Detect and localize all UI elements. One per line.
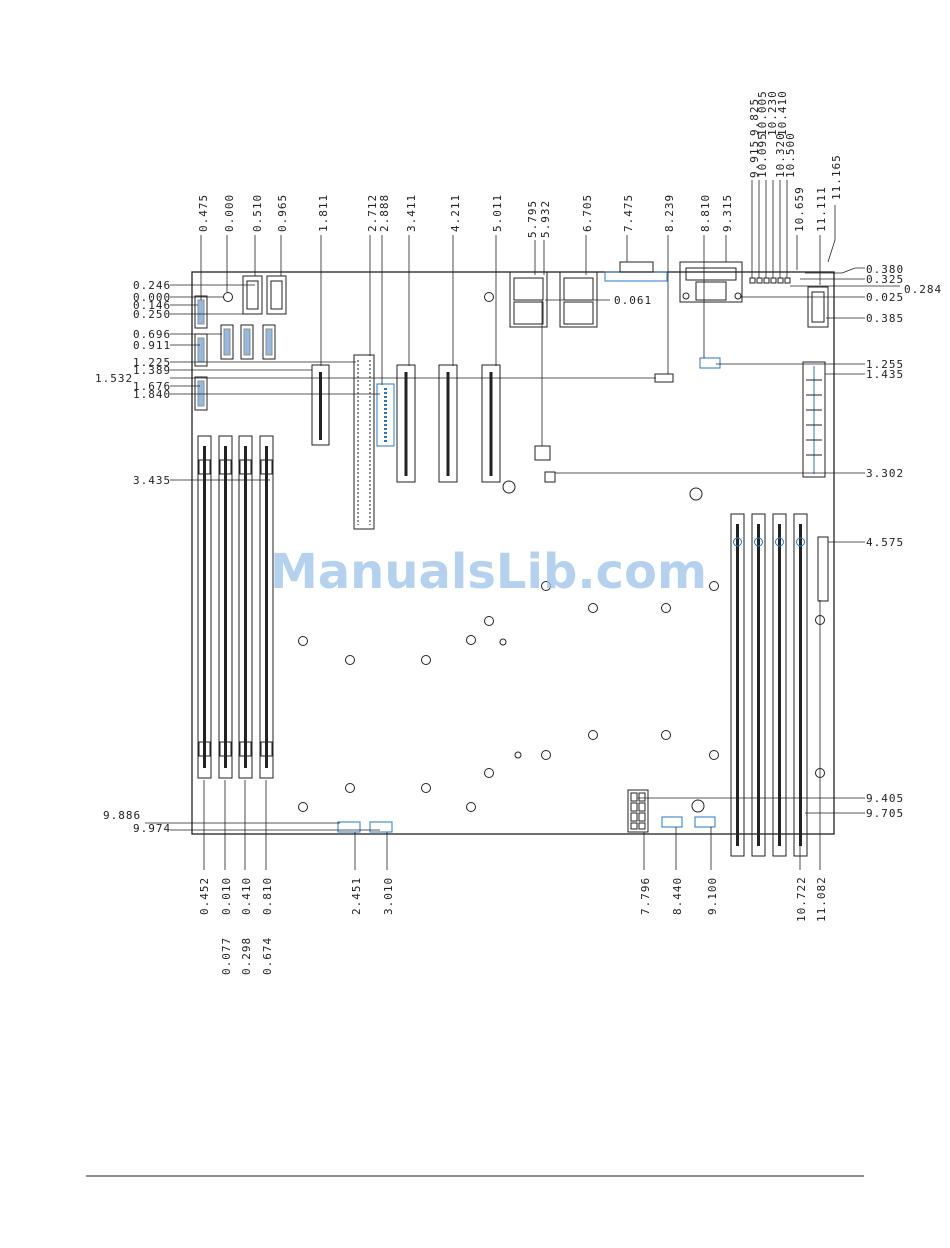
dim-bottom: 0.077: [220, 937, 233, 975]
dim-left: 0.696: [133, 328, 171, 341]
dim-bottom: 0.410: [240, 877, 253, 915]
dim-top: 9.315: [721, 194, 734, 232]
dim-top: 2.712: [366, 194, 379, 232]
dim-top: 1.811: [317, 194, 330, 232]
headers: [337, 357, 829, 833]
mount-hole: [223, 292, 233, 302]
dim-top: 7.475: [622, 194, 635, 232]
dim-top: 9.825: [748, 98, 761, 136]
usb-header: [242, 275, 287, 315]
dim-right: 9.405: [866, 792, 904, 805]
dim-right: 0.325: [866, 273, 904, 286]
dim-bottom: 0.674: [261, 937, 274, 975]
dim-top: 10.095: [756, 132, 769, 178]
dim-bottom: 3.010: [382, 877, 395, 915]
dim-top: 6.705: [581, 194, 594, 232]
dim-left: 0.911: [133, 339, 171, 352]
dim-top: 11.111: [815, 186, 828, 232]
dim-top: 10.005: [756, 90, 769, 136]
dim-top: 9.915: [748, 140, 761, 178]
dim-right: 0.061: [614, 294, 652, 307]
dim-right: 1.255: [866, 358, 904, 371]
dim-bottom: 7.796: [639, 877, 652, 915]
pci-slots: [311, 354, 501, 530]
dim-left: 0.250: [133, 308, 171, 321]
dim-bottom: 0.810: [261, 877, 274, 915]
dim-top: 10.659: [793, 186, 806, 232]
dimension-labels: 0.475 0.000 0.510 0.965 1.811 2.712 2.88…: [95, 90, 942, 975]
dim-right: 0.385: [866, 312, 904, 325]
dim-top: 0.965: [276, 194, 289, 232]
dim-top: 11.165: [830, 154, 843, 200]
dim-bottom: 9.100: [706, 877, 719, 915]
watermark-text: ManualsLib.com: [270, 544, 707, 600]
dim-bottom: 8.440: [671, 877, 684, 915]
dim-bottom: 10.722: [795, 876, 808, 922]
dim-bottom: 11.082: [815, 876, 828, 922]
dim-top: 4.211: [449, 194, 462, 232]
dim-top: 8.810: [699, 194, 712, 232]
dim-top: 10.410: [776, 90, 789, 136]
dim-left: 1.532: [95, 372, 133, 385]
mounting-holes: [298, 480, 825, 813]
dim-left: 0.246: [133, 279, 171, 292]
dim-left: 1.389: [133, 364, 171, 377]
atx-power-connector: [802, 361, 826, 478]
dim-right: 0.380: [866, 263, 904, 276]
dim-left: 9.974: [133, 822, 171, 835]
dim-right: 1.435: [866, 368, 904, 381]
dim-top: 0.510: [251, 194, 264, 232]
dim-right: 0.284: [904, 283, 942, 296]
dim-left: 1.840: [133, 388, 171, 401]
dim-top: 8.239: [663, 194, 676, 232]
dim-top: 10.500: [784, 132, 797, 178]
dim-right: 4.575: [866, 536, 904, 549]
dim-top: 5.011: [491, 194, 504, 232]
dim-right: 3.302: [866, 467, 904, 480]
sata-connectors: [194, 295, 276, 411]
dim-left: 1.225: [133, 356, 171, 369]
dim-top: 0.000: [223, 194, 236, 232]
dimm-slots-left: [197, 435, 274, 779]
dim-top: 5.795: [526, 200, 539, 238]
dim-top: 3.411: [405, 194, 418, 232]
dimm-slots-right: [730, 513, 808, 857]
dim-left: 3.435: [133, 474, 171, 487]
dim-top: 10.230: [766, 90, 779, 136]
dim-bottom: 0.452: [198, 877, 211, 915]
dim-right: 9.705: [866, 807, 904, 820]
dim-bottom: 0.298: [240, 937, 253, 975]
dim-top: 2.888: [378, 194, 391, 232]
dim-top: 0.475: [197, 194, 210, 232]
dim-top: 10.320: [774, 132, 787, 178]
dim-left: 1.676: [133, 380, 171, 393]
cpu-power-connector: [627, 789, 649, 833]
dim-bottom: 0.010: [220, 877, 233, 915]
dimension-lines: [145, 180, 900, 870]
dim-right: 0.025: [866, 291, 904, 304]
dim-left: 9.886: [103, 809, 141, 822]
dim-left: 0.146: [133, 299, 171, 312]
dim-top: 5.932: [539, 200, 552, 238]
dim-left: 0.000: [133, 291, 171, 304]
rear-io: [509, 261, 829, 328]
dim-bottom: 2.451: [350, 877, 363, 915]
